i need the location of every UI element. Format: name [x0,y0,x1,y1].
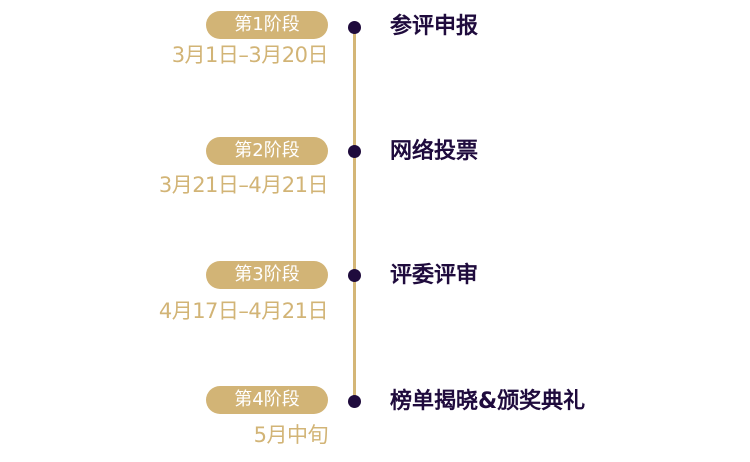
stage-title: 榜单揭晓&颁奖典礼 [390,389,586,414]
stage-title: 参评申报 [390,14,479,39]
timeline-dot-icon [348,269,361,282]
stage-badge: 第4阶段 [206,386,328,414]
timeline-dot-icon [348,21,361,34]
timeline-dot-icon [348,145,361,158]
timeline-stage-4: 第4阶段 5月中旬 榜单揭晓&颁奖典礼 [0,382,750,462]
timeline-stage-2: 第2阶段 3月21日–4月21日 网络投票 [0,132,750,212]
stage-date: 5月中旬 [253,423,329,447]
timeline-stage-3: 第3阶段 4月17日–4月21日 评委评审 [0,256,750,336]
stage-title: 评委评审 [390,263,479,288]
stage-badge: 第1阶段 [206,11,328,39]
stage-badge: 第2阶段 [206,137,328,165]
stage-date: 4月17日–4月21日 [158,299,329,323]
timeline-dot-icon [348,395,361,408]
stage-date: 3月1日–3月20日 [171,43,329,67]
timeline-stage-1: 第1阶段 3月1日–3月20日 参评申报 [0,8,750,88]
stage-date: 3月21日–4月21日 [158,173,329,197]
timeline-line [353,27,356,401]
stage-badge: 第3阶段 [206,261,328,289]
stage-title: 网络投票 [390,139,479,164]
